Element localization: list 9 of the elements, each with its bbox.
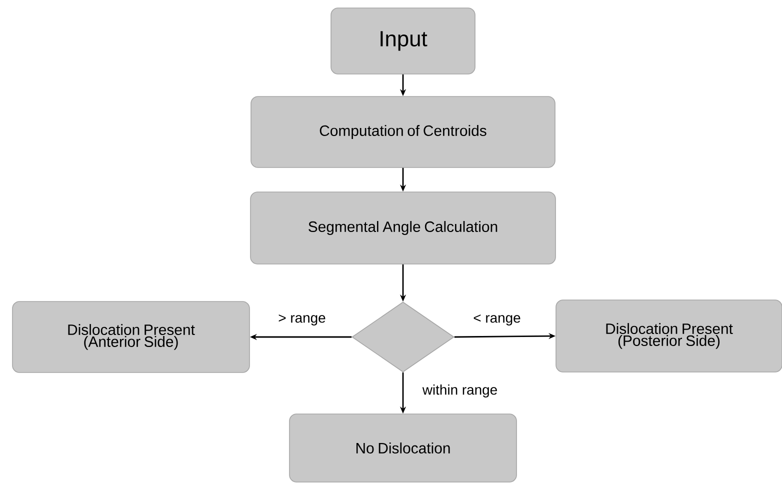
process-box: Segmental Angle Calculation <box>250 192 556 264</box>
edge-label: within range <box>421 384 499 398</box>
process-box: No Dislocation <box>289 414 517 482</box>
edge-label: < range <box>472 313 522 326</box>
edge-label: > range <box>277 313 327 326</box>
process-box: Computation of Centroids <box>250 96 556 168</box>
process-box: Dislocation Present (Posterior Side) <box>556 300 782 372</box>
process-box: Dislocation Present (Anterior Side) <box>12 301 250 373</box>
process-box: Input <box>330 8 476 74</box>
